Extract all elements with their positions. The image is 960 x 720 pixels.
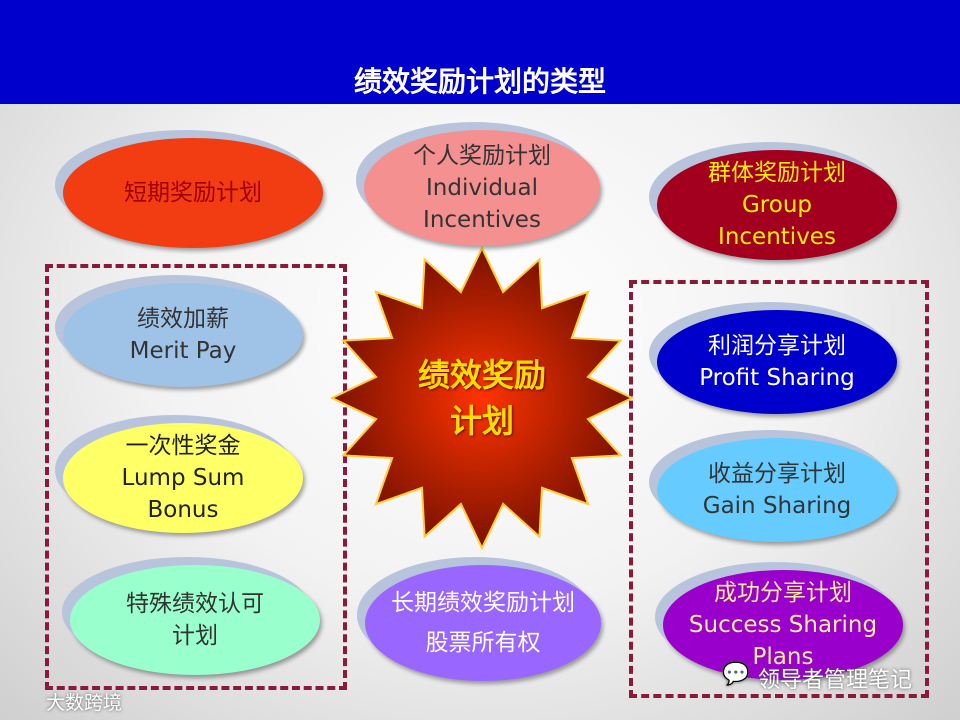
right-group-box xyxy=(629,280,929,698)
node-individual: 个人奖励计划 Individual Incentives xyxy=(364,130,600,246)
node-text: 群体奖励计划 xyxy=(708,160,846,186)
node-gain-sharing: 收益分享计划 Gain Sharing xyxy=(657,438,897,542)
node-long-term: 长期绩效奖励计划 股票所有权 xyxy=(365,565,601,681)
node-text: Incentives xyxy=(423,207,541,233)
node-short-term: 短期奖励计划 xyxy=(63,138,323,248)
star-shape xyxy=(329,245,635,551)
node-text: 长期绩效奖励计划 xyxy=(391,590,575,616)
slide-title: 绩效奖励计划的类型 xyxy=(353,65,606,98)
node-group: 群体奖励计划 Group Incentives xyxy=(657,150,897,260)
node-text: 短期奖励计划 xyxy=(124,180,262,206)
node-text: 成功分享计划 xyxy=(714,580,852,606)
node-text: Lump Sum xyxy=(121,465,245,491)
node-special: 特殊绩效认可 计划 xyxy=(70,565,320,675)
node-text: Success Sharing xyxy=(688,612,878,638)
left-group-box xyxy=(45,264,347,690)
node-profit-sharing: 利润分享计划 Profit Sharing xyxy=(657,310,897,414)
center-label-line2: 计划 xyxy=(449,402,514,440)
node-text: Merit Pay xyxy=(129,338,237,364)
node-text: Group xyxy=(741,192,813,218)
center-label-line1: 绩效奖励 xyxy=(417,356,546,394)
node-text: Individual xyxy=(425,175,538,201)
header-band xyxy=(0,0,960,104)
node-text: 利润分享计划 xyxy=(708,333,846,359)
node-text: Plans xyxy=(752,644,814,670)
node-lump-sum: 一次性奖金 Lump Sum Bonus xyxy=(63,423,303,533)
node-text: Incentives xyxy=(718,224,836,250)
node-text: 绩效加薪 xyxy=(137,306,229,332)
node-text: 股票所有权 xyxy=(425,630,541,656)
watermark-right: 领导者管理笔记 xyxy=(758,668,913,693)
node-text: 特殊绩效认可 xyxy=(126,591,264,617)
wechat-icon: 💬 xyxy=(722,662,750,687)
node-text: 个人奖励计划 xyxy=(413,143,551,169)
watermark-left: 大数跨境 xyxy=(46,692,123,714)
node-success-sharing: 成功分享计划 Success Sharing Plans xyxy=(663,570,903,680)
center-label: 绩效奖励 计划 xyxy=(382,352,582,444)
node-text: 一次性奖金 xyxy=(125,433,241,459)
node-text: Bonus xyxy=(147,497,219,523)
node-text: 收益分享计划 xyxy=(708,461,846,487)
node-text: Gain Sharing xyxy=(702,493,852,519)
node-text: Profit Sharing xyxy=(699,365,855,391)
node-text: 计划 xyxy=(172,623,218,649)
node-merit-pay: 绩效加薪 Merit Pay xyxy=(63,283,303,387)
